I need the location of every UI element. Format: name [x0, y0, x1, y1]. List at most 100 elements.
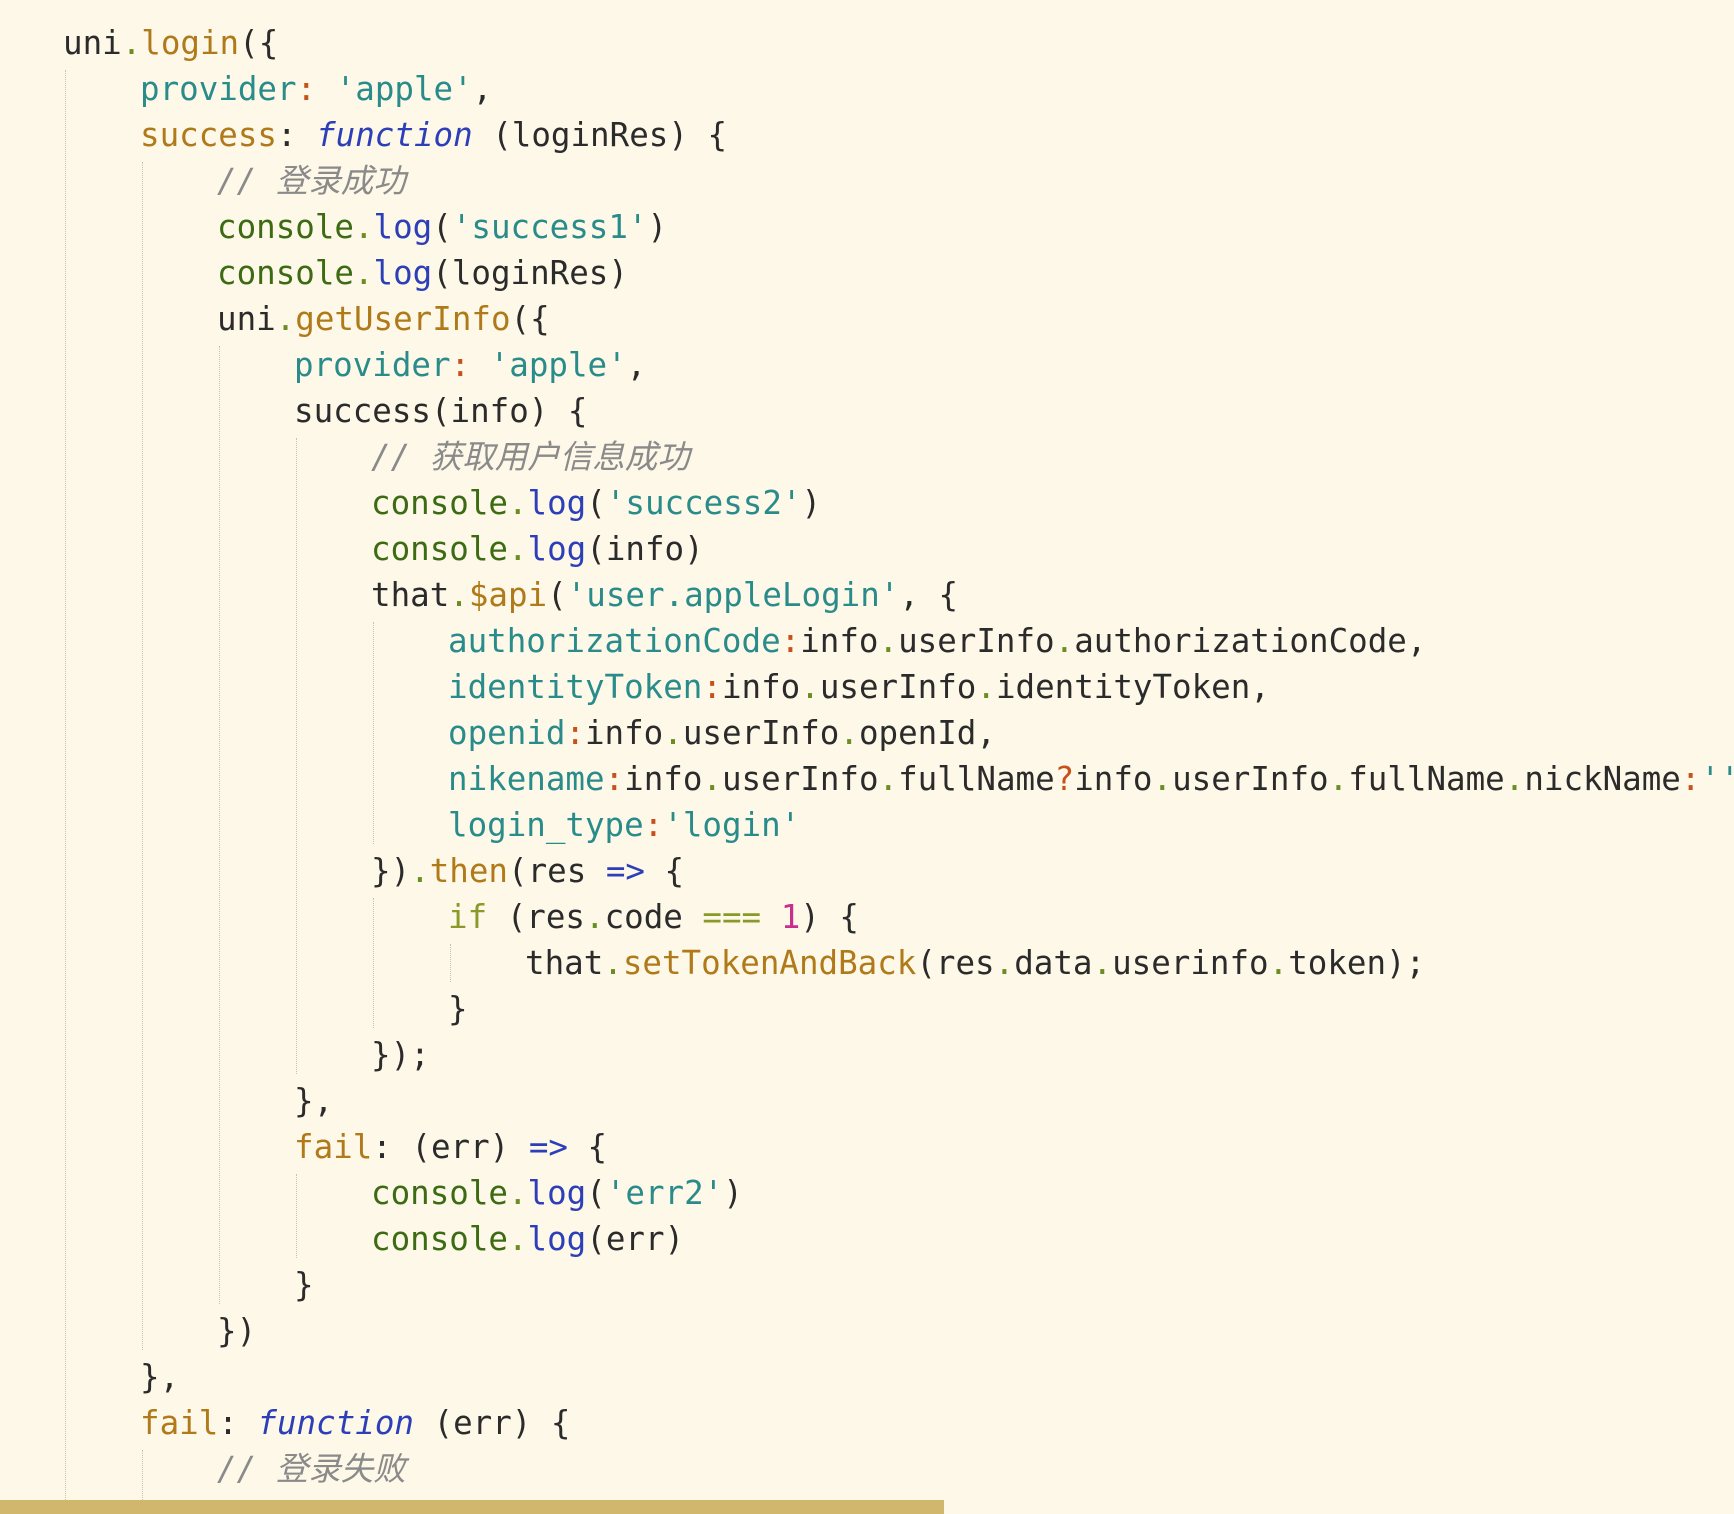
code-token: }); — [371, 1036, 430, 1074]
code-token: // 登录失败 — [217, 1450, 406, 1488]
code-token: : — [276, 116, 317, 154]
code-token: { — [644, 852, 685, 890]
code-line[interactable]: provider: 'apple', — [294, 342, 646, 388]
code-line[interactable]: provider: 'apple', — [140, 66, 492, 112]
code-line[interactable]: success(info) { — [294, 388, 588, 434]
code-token: . — [1054, 622, 1075, 660]
code-token — [761, 898, 781, 936]
code-line[interactable]: // 获取用户信息成功 — [371, 434, 690, 480]
code-token: : — [565, 714, 585, 752]
code-token: ( — [586, 484, 606, 522]
code-token: (res — [508, 852, 606, 890]
code-line[interactable]: } — [294, 1262, 314, 1308]
code-token: . — [994, 944, 1015, 982]
code-token: log — [373, 254, 433, 292]
code-token: log — [527, 1174, 587, 1212]
code-token: . — [449, 576, 469, 614]
code-line[interactable]: nikename:info.userInfo.fullName?info.use… — [448, 756, 1734, 802]
code-token: provider — [140, 70, 297, 108]
code-token: } — [448, 990, 468, 1028]
code-token: fullName — [898, 760, 1055, 798]
code-line[interactable]: that.setTokenAndBack(res.data.userinfo.t… — [525, 940, 1425, 986]
code-line[interactable]: console.log('err2') — [371, 1170, 743, 1216]
code-token: ( — [432, 208, 452, 246]
code-token: : — [702, 668, 722, 706]
code-token: . — [1328, 760, 1349, 798]
code-token: }, — [294, 1082, 334, 1120]
code-token: authorizationCode, — [1074, 622, 1427, 660]
code-token: userInfo — [1172, 760, 1329, 798]
code-token: . — [507, 1174, 528, 1212]
code-token: success(info) { — [294, 392, 588, 430]
code-token: userInfo — [819, 668, 977, 706]
indent-guide — [373, 622, 374, 844]
code-line[interactable]: console.log(loginRes) — [217, 250, 628, 296]
code-token: log — [527, 1220, 587, 1258]
code-line[interactable]: }, — [294, 1078, 333, 1124]
code-line[interactable]: } — [448, 986, 468, 1032]
code-line[interactable]: success: function (loginRes) { — [140, 112, 727, 158]
code-token: console — [371, 1220, 508, 1258]
code-line[interactable]: }) — [217, 1308, 256, 1354]
code-token: === — [702, 898, 762, 936]
code-token: userinfo — [1112, 944, 1269, 982]
code-token: ({ — [239, 24, 279, 62]
code-line[interactable]: authorizationCode:info.userInfo.authoriz… — [448, 618, 1426, 664]
code-line[interactable]: identityToken:info.userInfo.identityToke… — [448, 664, 1270, 710]
code-token: . — [1504, 760, 1525, 798]
code-token: log — [373, 208, 433, 246]
code-line[interactable]: fail: (err) => { — [294, 1124, 607, 1170]
code-line[interactable]: }).then(res => { — [371, 848, 684, 894]
code-line[interactable]: if (res.code === 1) { — [448, 894, 859, 940]
code-line[interactable]: that.$api('user.appleLogin', { — [371, 572, 958, 618]
code-line[interactable]: // 登录失败 — [217, 1446, 406, 1492]
indent-guide — [373, 898, 374, 1028]
code-token: : — [780, 622, 801, 660]
code-token: . — [507, 484, 528, 522]
code-token: (res — [916, 944, 995, 982]
code-token: ({ — [510, 300, 550, 338]
code-token: { — [567, 1128, 608, 1166]
code-token: 'success1' — [451, 208, 648, 246]
code-token: . — [353, 208, 374, 246]
code-line[interactable]: }, — [140, 1354, 179, 1400]
code-token: info — [584, 714, 664, 752]
code-line[interactable]: console.log('success2') — [371, 480, 821, 526]
code-line[interactable]: uni.getUserInfo({ — [217, 296, 550, 342]
code-token: . — [584, 898, 605, 936]
code-line[interactable]: openid:info.userInfo.openId, — [448, 710, 996, 756]
code-token: ( — [547, 576, 567, 614]
code-line[interactable]: console.log(info) — [371, 526, 704, 572]
code-token: . — [275, 300, 296, 338]
code-token: openId, — [858, 714, 996, 752]
code-token: then — [429, 852, 508, 890]
code-token: }) — [371, 852, 411, 890]
code-token: (loginRes) { — [472, 116, 728, 154]
indent-guide — [142, 162, 143, 1350]
code-token: . — [800, 668, 820, 706]
code-line[interactable]: uni.login({ — [63, 20, 278, 66]
code-token: . — [976, 668, 996, 706]
code-token: : — [450, 346, 490, 384]
code-line[interactable]: login_type:'login' — [448, 802, 800, 848]
code-token: code — [604, 898, 703, 936]
code-token: console — [217, 208, 354, 246]
code-token: . — [878, 760, 899, 798]
code-token: token); — [1288, 944, 1426, 982]
code-token: }) — [217, 1312, 257, 1350]
code-line[interactable]: }); — [371, 1032, 430, 1078]
code-line[interactable]: // 登录成功 — [217, 158, 406, 204]
horizontal-scrollbar[interactable] — [0, 1500, 944, 1514]
indent-guide — [450, 944, 451, 982]
indent-guide — [142, 1450, 143, 1514]
code-line[interactable]: console.log(err) — [371, 1216, 684, 1262]
code-token: (res — [487, 898, 585, 936]
code-token: 1 — [780, 898, 801, 936]
code-token: . — [603, 944, 623, 982]
code-line[interactable]: console.log('success1') — [217, 204, 667, 250]
code-token: openid — [448, 714, 566, 752]
code-token: info — [800, 622, 879, 660]
code-token: . — [410, 852, 430, 890]
code-line[interactable]: fail: function (err) { — [140, 1400, 571, 1446]
